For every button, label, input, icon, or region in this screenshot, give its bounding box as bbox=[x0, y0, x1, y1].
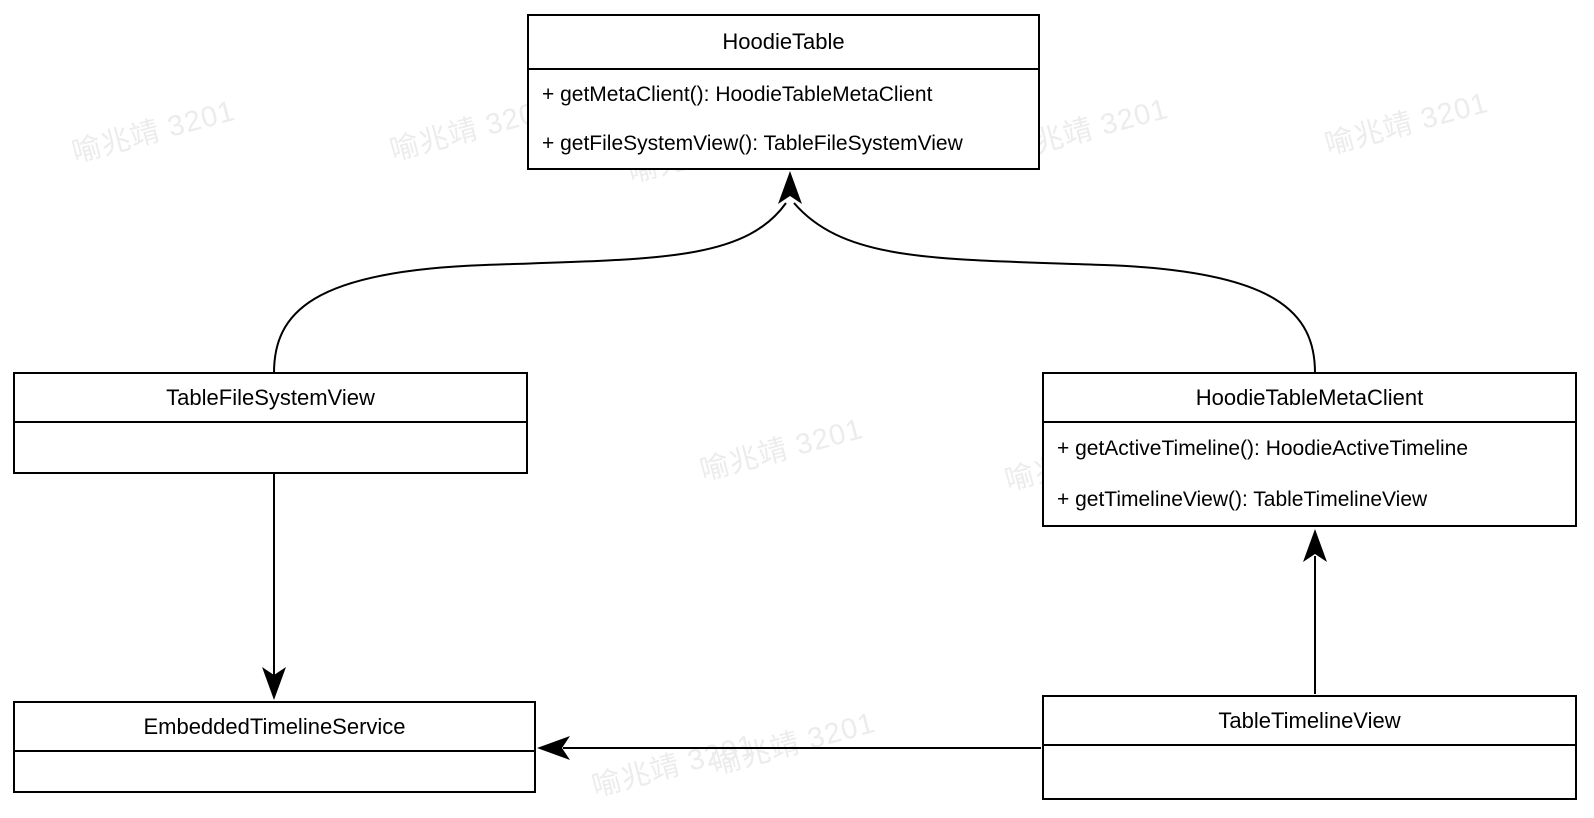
class-title-tabletimelineview: TableTimelineView bbox=[1044, 697, 1575, 746]
class-box-hoodietable: HoodieTable + getMetaClient(): HoodieTab… bbox=[527, 14, 1040, 170]
class-title-embeddedtimelineservice: EmbeddedTimelineService bbox=[15, 703, 534, 752]
arrowhead-up-hoodietablemetaclient bbox=[1303, 529, 1327, 562]
class-box-tabletimelineview: TableTimelineView bbox=[1042, 695, 1577, 800]
class-box-embeddedtimelineservice: EmbeddedTimelineService bbox=[13, 701, 536, 793]
class-methods-hoodietablemetaclient: + getActiveTimeline(): HoodieActiveTimel… bbox=[1044, 423, 1575, 525]
class-box-tablefilesystemview: TableFileSystemView bbox=[13, 372, 528, 474]
class-title-hoodietable: HoodieTable bbox=[529, 16, 1038, 70]
class-empty-compartment bbox=[1044, 746, 1575, 798]
method-getfilesystemview: + getFileSystemView(): TableFileSystemVi… bbox=[542, 131, 963, 155]
method-gettimelineview: + getTimelineView(): TableTimelineView bbox=[1057, 487, 1428, 511]
arrowhead-up-hoodietable bbox=[778, 171, 802, 204]
edge-hoodietablemetaclient-to-hoodietable bbox=[793, 202, 1316, 374]
class-title-tablefilesystemview: TableFileSystemView bbox=[15, 374, 526, 423]
class-title-hoodietablemetaclient: HoodieTableMetaClient bbox=[1044, 374, 1575, 423]
arrowhead-down-embeddedtimelineservice bbox=[262, 667, 286, 700]
arrowhead-left-embeddedtimelineservice bbox=[537, 736, 570, 760]
class-methods-hoodietable: + getMetaClient(): HoodieTableMetaClient… bbox=[529, 70, 1038, 168]
edge-tablefilesystemview-to-hoodietable bbox=[273, 202, 787, 374]
class-box-hoodietablemetaclient: HoodieTableMetaClient + getActiveTimelin… bbox=[1042, 372, 1577, 527]
method-getactivetimeline: + getActiveTimeline(): HoodieActiveTimel… bbox=[1057, 436, 1469, 460]
class-empty-compartment bbox=[15, 423, 526, 472]
method-getmetaclient: + getMetaClient(): HoodieTableMetaClient bbox=[542, 82, 933, 106]
class-empty-compartment bbox=[15, 752, 534, 791]
